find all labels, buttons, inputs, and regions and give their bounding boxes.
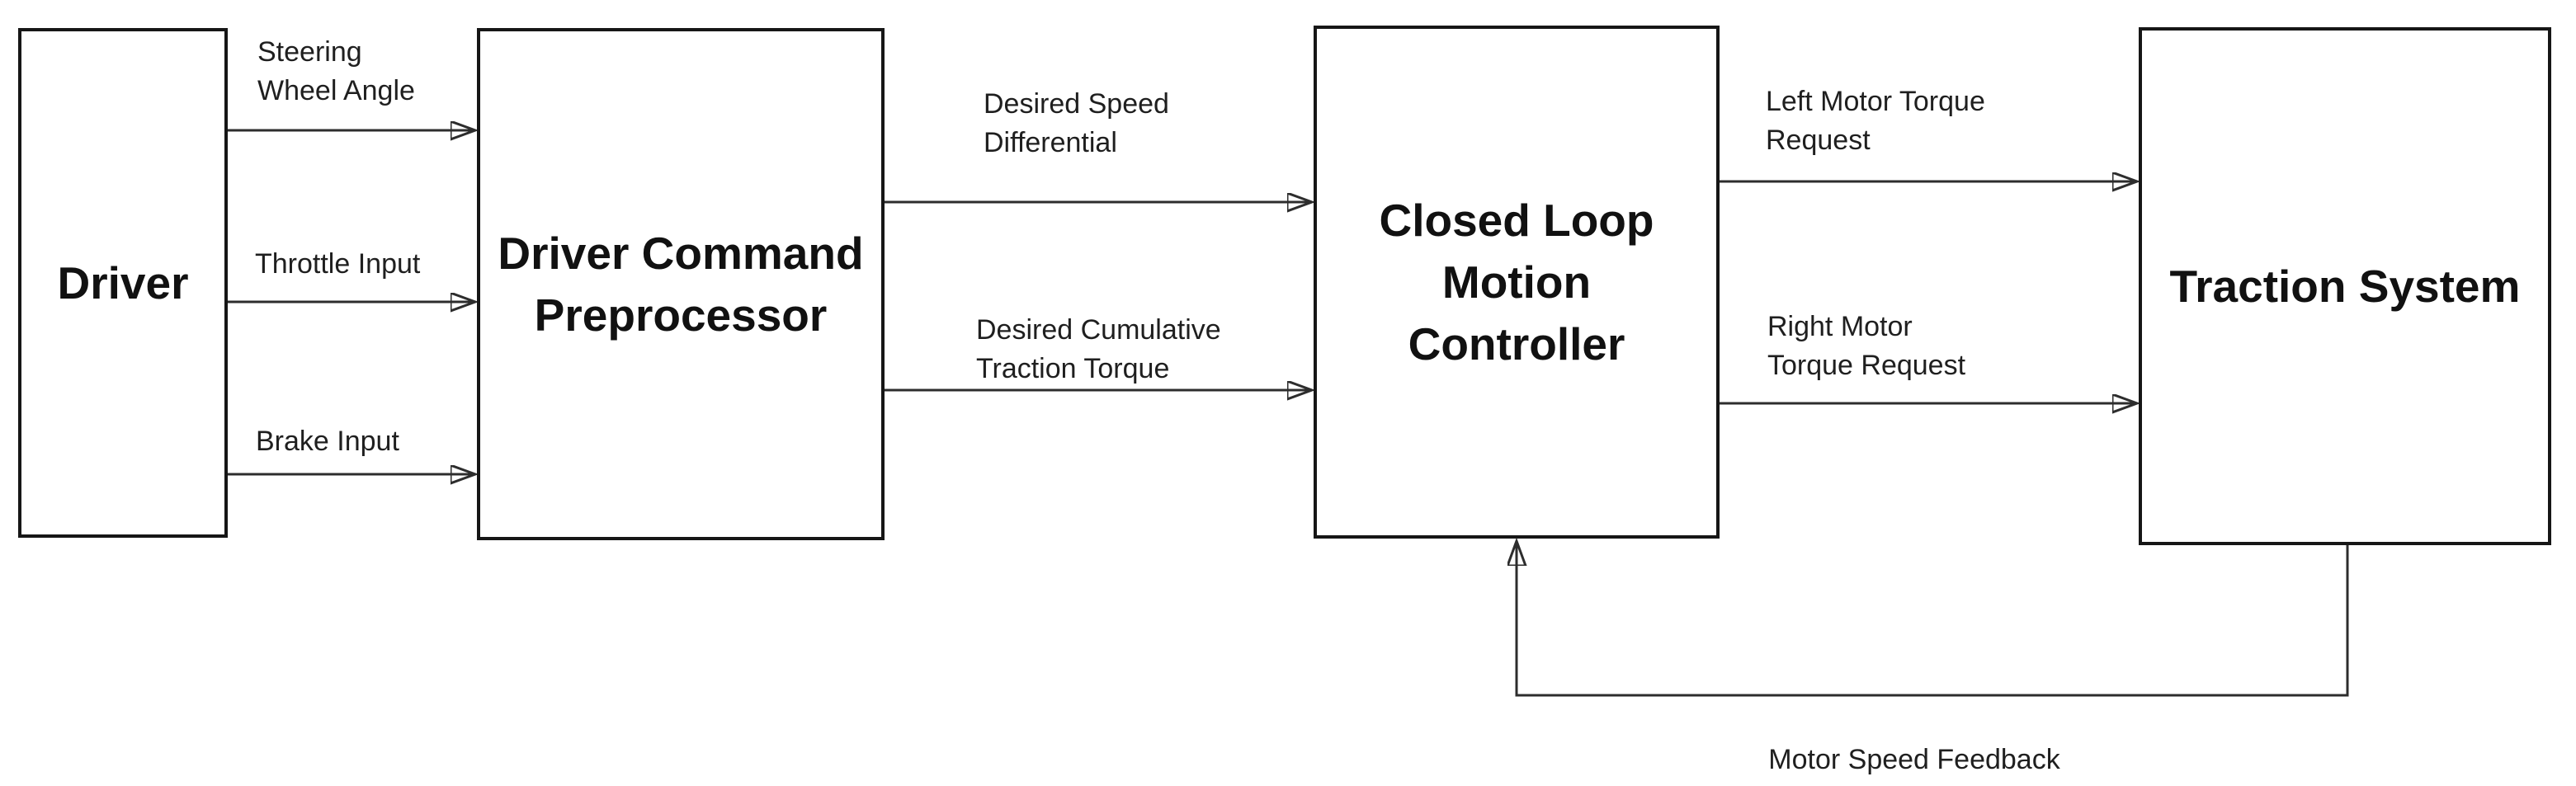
desired-speed-differential-label: Desired Speed Differential [984, 88, 1169, 158]
desired-cumulative-traction-torque-label: Desired Cumulative Traction Torque [976, 314, 1221, 384]
driver-block: Driver [18, 28, 228, 538]
traction-system-title: Traction System [2169, 260, 2521, 312]
motor-speed-feedback-label: Motor Speed Feedback [1768, 744, 2060, 775]
left-motor-torque-request-label: Left Motor Torque Request [1766, 86, 1985, 156]
traction-system-block: Traction System [2139, 27, 2551, 545]
closed-loop-motion-controller-block: Closed Loop Motion Controller [1314, 26, 1720, 539]
closed-loop-motion-controller-title: Closed Loop Motion Controller [1379, 194, 1654, 369]
steering-wheel-angle-label: Steering Wheel Angle [257, 36, 415, 106]
throttle-input-label: Throttle Input [255, 248, 421, 280]
brake-input-label: Brake Input [256, 426, 399, 457]
driver-command-preprocessor-block: Driver Command Preprocessor [477, 28, 885, 540]
driver-block-title: Driver [57, 257, 189, 308]
right-motor-torque-request-label: Right Motor Torque Request [1767, 311, 1966, 381]
driver-command-preprocessor-title: Driver Command Preprocessor [498, 227, 864, 341]
motor-speed-feedback-arrow [1517, 541, 2349, 697]
